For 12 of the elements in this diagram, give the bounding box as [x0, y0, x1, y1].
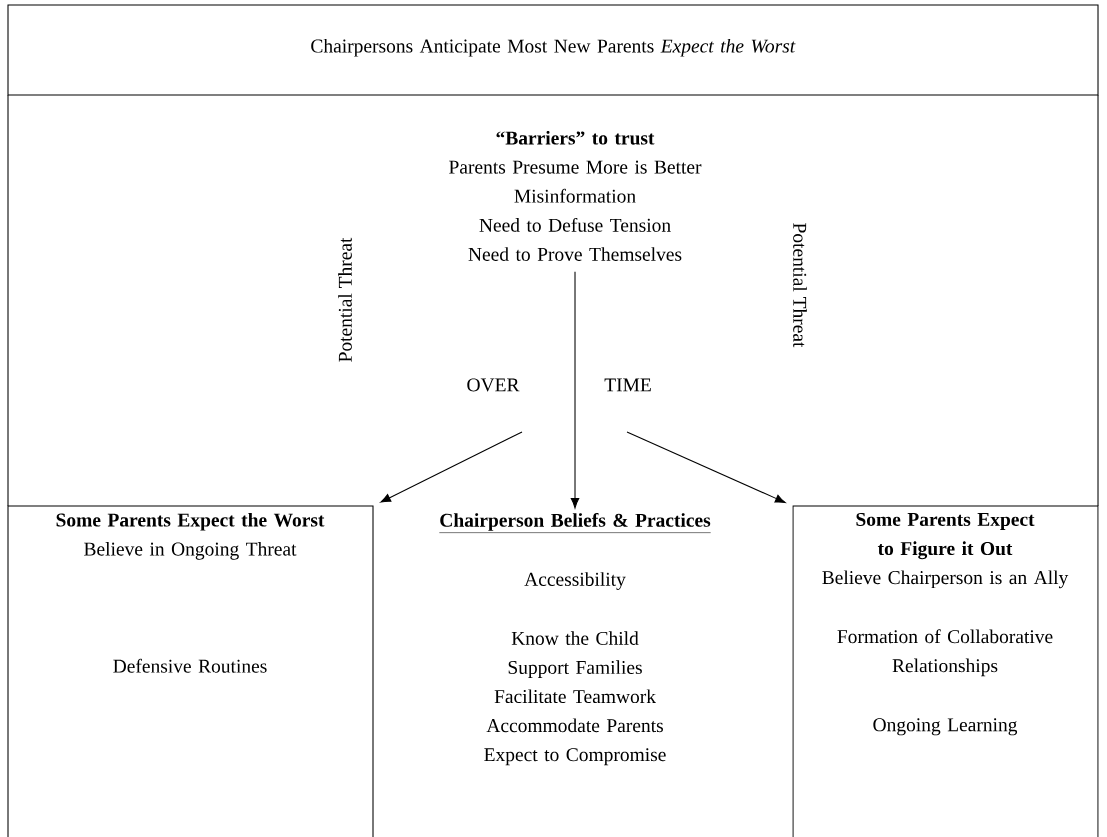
arrow	[570, 271, 580, 509]
side-label: Potential Threat	[793, 223, 807, 348]
time-label: OVER	[467, 378, 520, 392]
side-label: Potential Threat	[338, 237, 352, 362]
column-box: Some Parents Expect the Worst Believe in Ongoing Threat Defensive Routines	[7, 505, 374, 837]
time-label: TIME	[604, 378, 651, 392]
column-box: Some Parents Expect to Figure it Out Believe Chairperson is an Ally Formation of Collaborative Relationships Ongoing Learning	[792, 505, 1099, 837]
column-text: Chairperson Beliefs & Practices Accessibility Know the Child Support Families Facilitate Teamwork Accommodate Parents Expect to Compromise	[439, 512, 711, 766]
arrow	[380, 431, 523, 503]
arrow	[626, 431, 786, 503]
title-box: Chairpersons Anticipate Most New Parents Expect the Worst	[7, 4, 1099, 96]
barriers-text: “Barriers” to trust Parents Presume More is Better Misinformation Need to Defuse Tension Need to Prove Themselves	[449, 130, 702, 261]
